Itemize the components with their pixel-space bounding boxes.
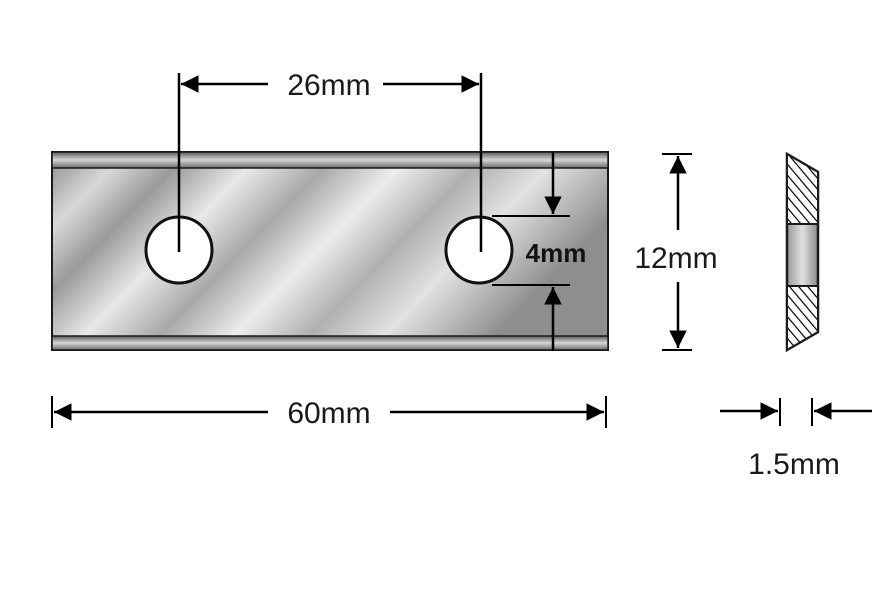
blade-bottom-bevel — [51, 335, 609, 351]
height-label: 12mm — [634, 242, 717, 275]
blade-top-bevel — [51, 151, 609, 169]
thickness-label: 1.5mm — [748, 448, 840, 481]
side-profile-bottom-hatch — [786, 285, 819, 352]
height-dimension: 12mm — [634, 153, 718, 351]
side-profile-top-hatch — [786, 152, 819, 225]
hole-spacing-dimension: 26mm — [177, 69, 483, 252]
blade-body — [51, 151, 609, 351]
blade-side-profile — [785, 151, 820, 353]
blade-front-view — [51, 151, 609, 351]
hole-diameter-label: 4mm — [526, 238, 587, 268]
hole-spacing-label: 26mm — [287, 69, 370, 102]
length-label: 60mm — [287, 397, 370, 430]
hole-diameter-dimension: 4mm — [492, 152, 586, 351]
length-dimension: 60mm — [51, 396, 607, 430]
thickness-dimension: 1.5mm — [720, 398, 872, 481]
right-mounting-hole — [444, 215, 514, 285]
